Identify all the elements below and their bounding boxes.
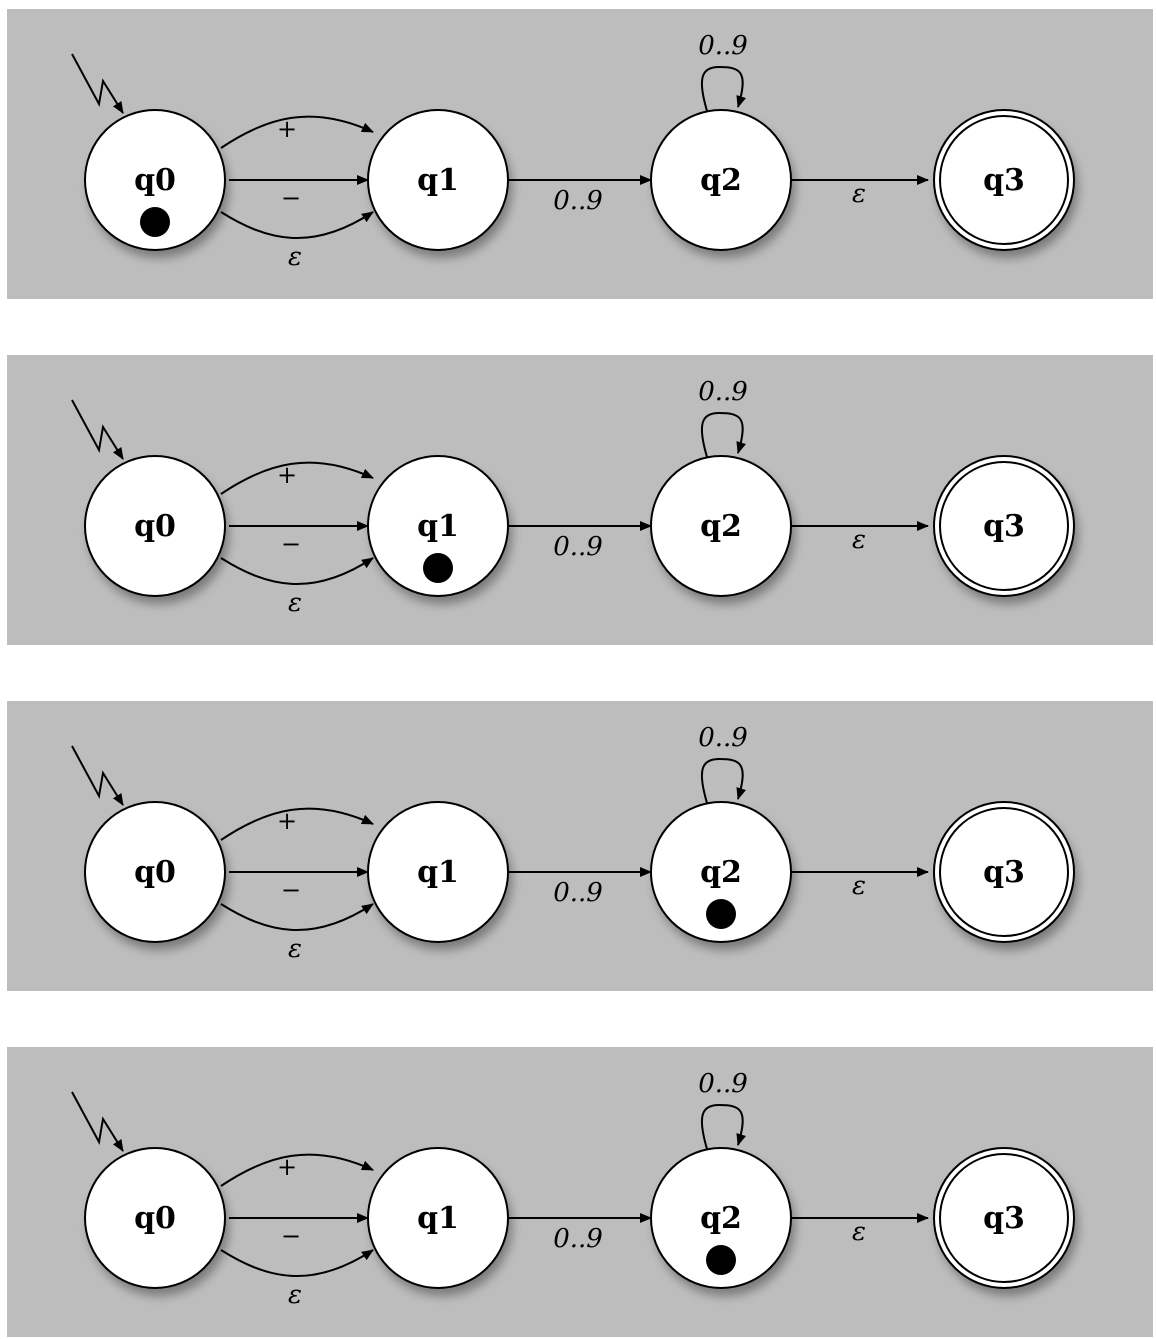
token-marker	[140, 207, 170, 237]
automaton-panel-2: + − ε 0..9 0..9 ε q0 q1 q2 q3	[7, 355, 1153, 645]
state-q2	[650, 455, 792, 597]
token-marker	[423, 553, 453, 583]
state-q0	[84, 109, 226, 251]
state-q0	[84, 455, 226, 597]
state-label-q2: q2	[700, 509, 742, 544]
edge-label-digits: 0..9	[553, 532, 603, 562]
token-marker	[706, 899, 736, 929]
edge-label-loop: 0..9	[698, 31, 748, 61]
automaton-diagram: + − ε 0..9 0..9 ε q0 q1 q2 q3	[71, 723, 1078, 964]
edge-label-epsilon-2: ε	[852, 871, 866, 901]
state-q2	[650, 109, 792, 251]
state-label-q1: q1	[417, 509, 459, 544]
state-label-q1: q1	[417, 1201, 459, 1236]
state-label-q0: q0	[134, 1201, 176, 1236]
accepting-ring-q3	[939, 807, 1069, 937]
state-q0	[84, 1147, 226, 1289]
state-label-q0: q0	[134, 509, 176, 544]
edge-q0-q1-epsilon	[220, 1249, 374, 1277]
edge-q2-loop	[700, 1103, 746, 1150]
edge-label-loop: 0..9	[698, 723, 748, 753]
edge-label-plus: +	[277, 807, 297, 835]
state-label-q1: q1	[417, 855, 459, 890]
automaton-diagram: + − ε 0..9 0..9 ε q0 q1 q2 q3	[71, 1069, 1078, 1310]
edge-label-epsilon-2: ε	[852, 1217, 866, 1247]
edge-label-epsilon: ε	[288, 242, 302, 272]
state-q1	[367, 801, 509, 943]
edge-q0-q1-epsilon	[220, 903, 374, 931]
edge-label-epsilon: ε	[288, 1280, 302, 1310]
accepting-ring-q3	[939, 1153, 1069, 1283]
automaton-diagram: + − ε 0..9 0..9 ε q0 q1 q2 q3	[71, 31, 1078, 272]
edge-label-minus: −	[281, 530, 301, 558]
automaton-panel-3: + − ε 0..9 0..9 ε q0 q1 q2 q3	[7, 701, 1153, 991]
state-label-q3: q3	[983, 163, 1025, 198]
edge-label-digits: 0..9	[553, 878, 603, 908]
state-label-q0: q0	[134, 163, 176, 198]
state-q1	[367, 455, 509, 597]
token-marker	[706, 1245, 736, 1275]
edge-q0-q1-plus	[220, 807, 374, 841]
state-label-q3: q3	[983, 855, 1025, 890]
start-arrow-icon	[71, 745, 124, 806]
accepting-ring-q3	[939, 115, 1069, 245]
state-label-q2: q2	[700, 855, 742, 890]
automaton-diagram: + − ε 0..9 0..9 ε q0 q1 q2 q3	[71, 377, 1078, 618]
state-label-q3: q3	[983, 1201, 1025, 1236]
edge-label-minus: −	[281, 184, 301, 212]
edge-q0-q1-plus	[220, 1153, 374, 1187]
state-label-q0: q0	[134, 855, 176, 890]
state-label-q1: q1	[417, 163, 459, 198]
automaton-panel-1: + − ε 0..9 0..9 ε q0 q1 q2 q3	[7, 9, 1153, 299]
edge-q0-q1-plus	[220, 461, 374, 495]
edge-q0-q1-epsilon	[220, 557, 374, 585]
state-q1	[367, 109, 509, 251]
state-label-q3: q3	[983, 509, 1025, 544]
edge-label-minus: −	[281, 1222, 301, 1250]
state-label-q2: q2	[700, 163, 742, 198]
edge-label-minus: −	[281, 876, 301, 904]
state-q0	[84, 801, 226, 943]
automaton-panel-4: + − ε 0..9 0..9 ε q0 q1 q2 q3	[7, 1047, 1153, 1337]
state-q2	[650, 801, 792, 943]
edge-q2-loop	[700, 411, 746, 458]
edge-q2-loop	[700, 757, 746, 804]
edge-label-loop: 0..9	[698, 1069, 748, 1099]
edge-label-plus: +	[277, 1153, 297, 1181]
edge-label-epsilon-2: ε	[852, 179, 866, 209]
edge-label-epsilon: ε	[288, 588, 302, 618]
edge-q0-q1-epsilon	[220, 211, 374, 239]
edge-label-epsilon: ε	[288, 934, 302, 964]
edge-label-plus: +	[277, 115, 297, 143]
edge-label-loop: 0..9	[698, 377, 748, 407]
state-q2	[650, 1147, 792, 1289]
start-arrow-icon	[71, 1091, 124, 1152]
edge-q0-q1-plus	[220, 115, 374, 149]
accepting-ring-q3	[939, 461, 1069, 591]
edge-label-digits: 0..9	[553, 186, 603, 216]
edge-label-epsilon-2: ε	[852, 525, 866, 555]
start-arrow-icon	[71, 399, 124, 460]
state-label-q2: q2	[700, 1201, 742, 1236]
start-arrow-icon	[71, 53, 124, 114]
edge-label-digits: 0..9	[553, 1224, 603, 1254]
state-q1	[367, 1147, 509, 1289]
edge-label-plus: +	[277, 461, 297, 489]
edge-q2-loop	[700, 65, 746, 112]
